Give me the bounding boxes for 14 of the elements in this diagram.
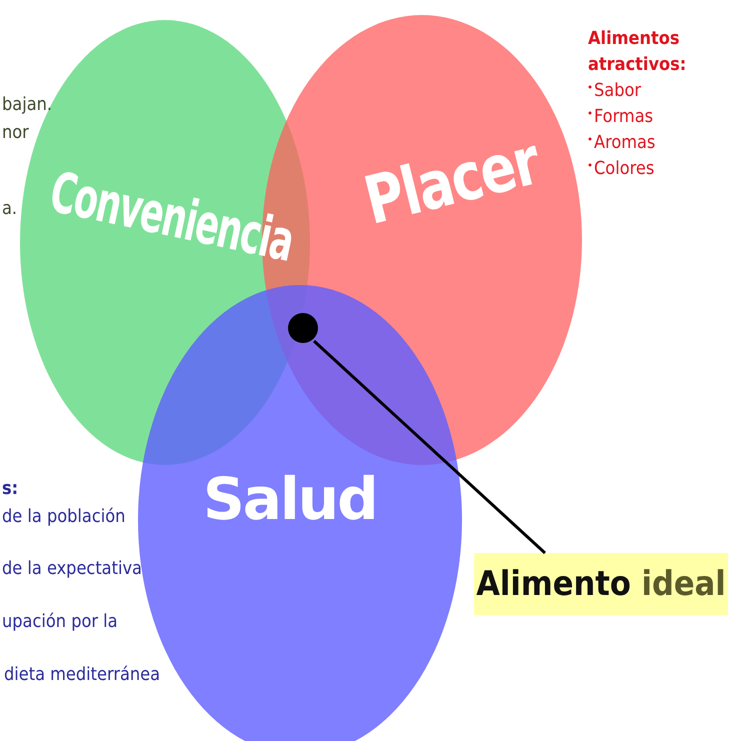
note-text: upación por la xyxy=(2,611,118,632)
callout-box: Alimento ideal xyxy=(474,553,728,615)
note-text: bajan. xyxy=(2,94,52,115)
note-text: dieta mediterránea xyxy=(4,664,160,685)
note-text: de la población xyxy=(2,506,126,527)
circle-title: Conveniencia xyxy=(44,160,299,275)
list-heading: Alimentos atractivos: xyxy=(588,27,688,77)
note-text: nor xyxy=(2,122,29,143)
note-text: s: xyxy=(2,478,18,499)
circle-title: Placer xyxy=(357,122,546,240)
note-text: a. xyxy=(2,198,18,219)
leader-line xyxy=(312,340,546,554)
note-text: de la expectativa xyxy=(2,558,142,579)
circle-title: Salud xyxy=(203,465,377,533)
